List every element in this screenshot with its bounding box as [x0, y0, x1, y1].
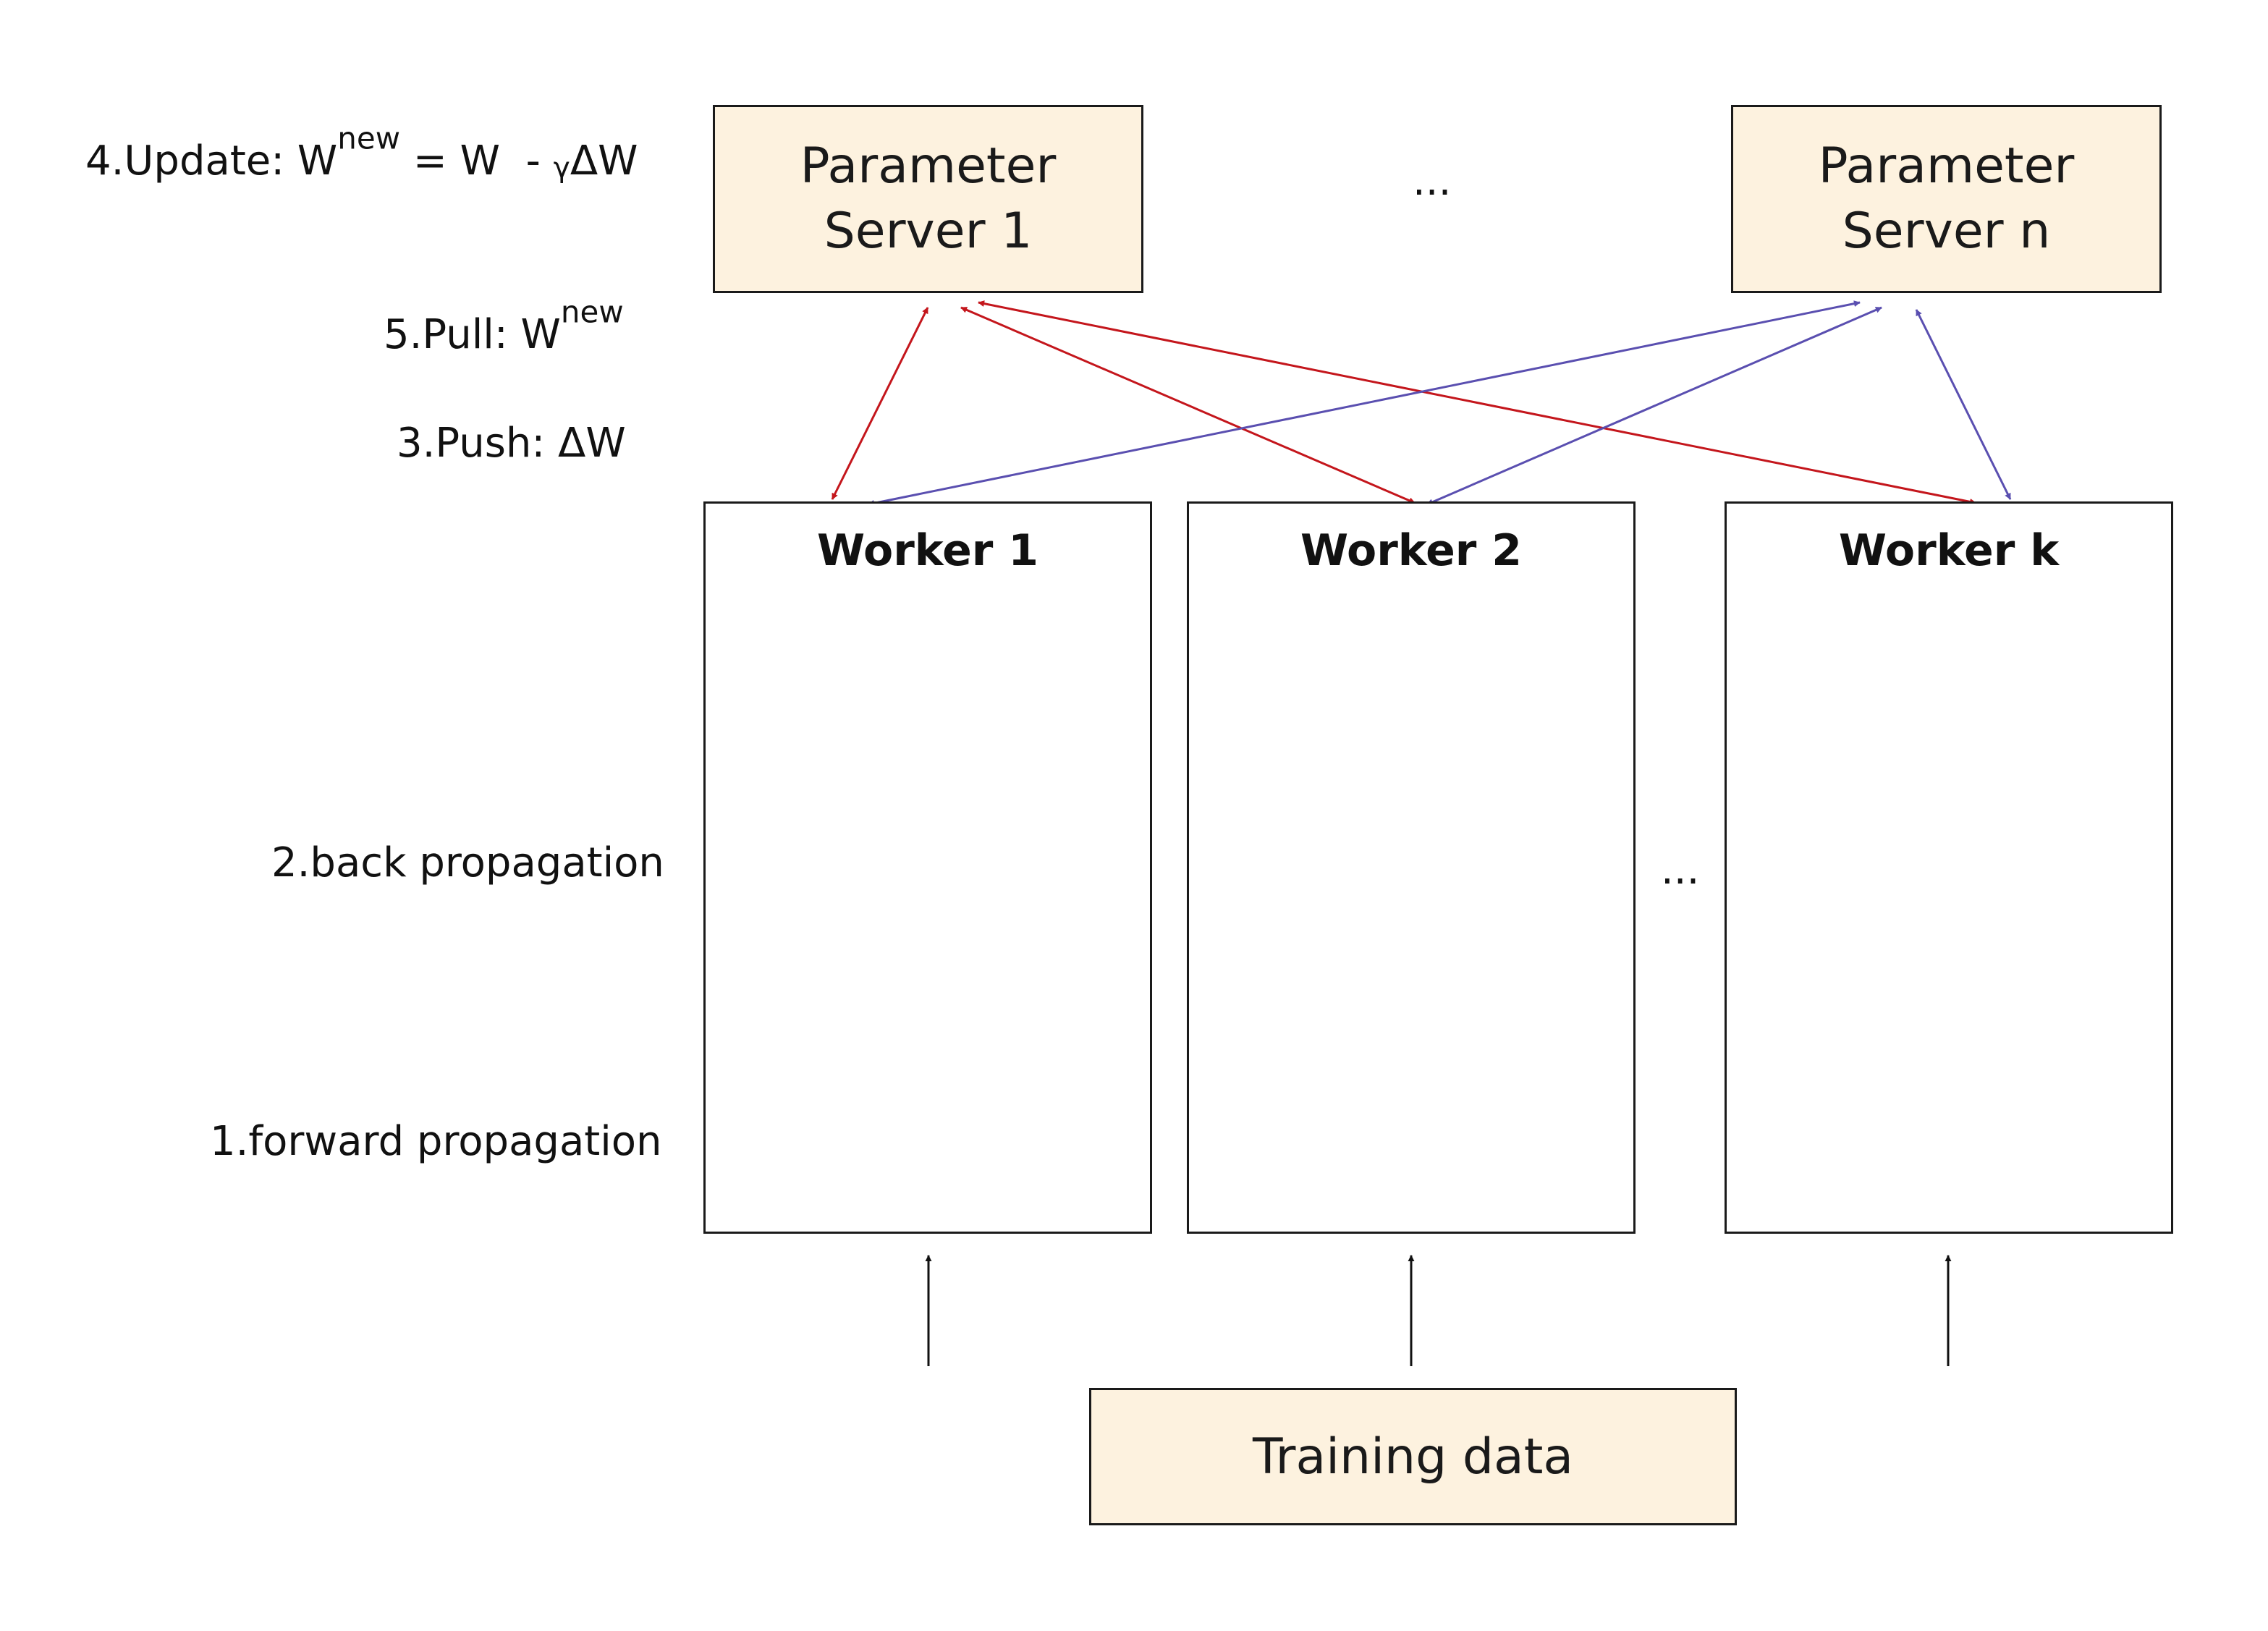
parameter-server-n: Parameter Server n: [1731, 105, 2162, 293]
link-server1-worker2: [960, 306, 1416, 504]
server-1-label-line2: Server 1: [824, 203, 1033, 260]
worker-ellipsis: ...: [1661, 847, 1700, 894]
server-ellipsis: ...: [1413, 158, 1452, 205]
servern-connections: [868, 300, 2012, 507]
worker-k-title: Worker k: [1838, 525, 2060, 576]
parameter-server-1: Parameter Server 1: [713, 105, 1143, 293]
step-push-label: 3.Push: ΔW: [397, 420, 626, 467]
link-servern-workerk: [1915, 309, 2012, 500]
worker-1-title: Worker 1: [816, 525, 1039, 576]
data-feed-arrows: [925, 1255, 1952, 1366]
link-server1-worker1: [831, 307, 929, 500]
worker-2: Worker 2: [1187, 501, 1636, 1234]
server-n-label-line2: Server n: [1842, 203, 2051, 260]
link-servern-worker2: [1426, 306, 1882, 506]
worker-2-title: Worker 2: [1300, 525, 1523, 576]
step-pull-label: 5.Pull: Wnew: [384, 294, 624, 358]
step-forward-propagation-label: 1.forward propagation: [210, 1118, 662, 1165]
step-update-label: 4.Update: Wnew = W - γΔW: [85, 120, 638, 185]
server-1-label-line1: Parameter: [800, 137, 1057, 195]
training-data-box: Training data: [1089, 1388, 1737, 1525]
worker-k: Worker k: [1725, 501, 2173, 1234]
step-back-propagation-label: 2.back propagation: [271, 839, 664, 886]
server1-connections: [831, 300, 1976, 505]
server-n-label-line1: Parameter: [1818, 137, 2075, 195]
training-data-label: Training data: [1252, 1428, 1574, 1486]
worker-1: Worker 1: [703, 501, 1152, 1234]
